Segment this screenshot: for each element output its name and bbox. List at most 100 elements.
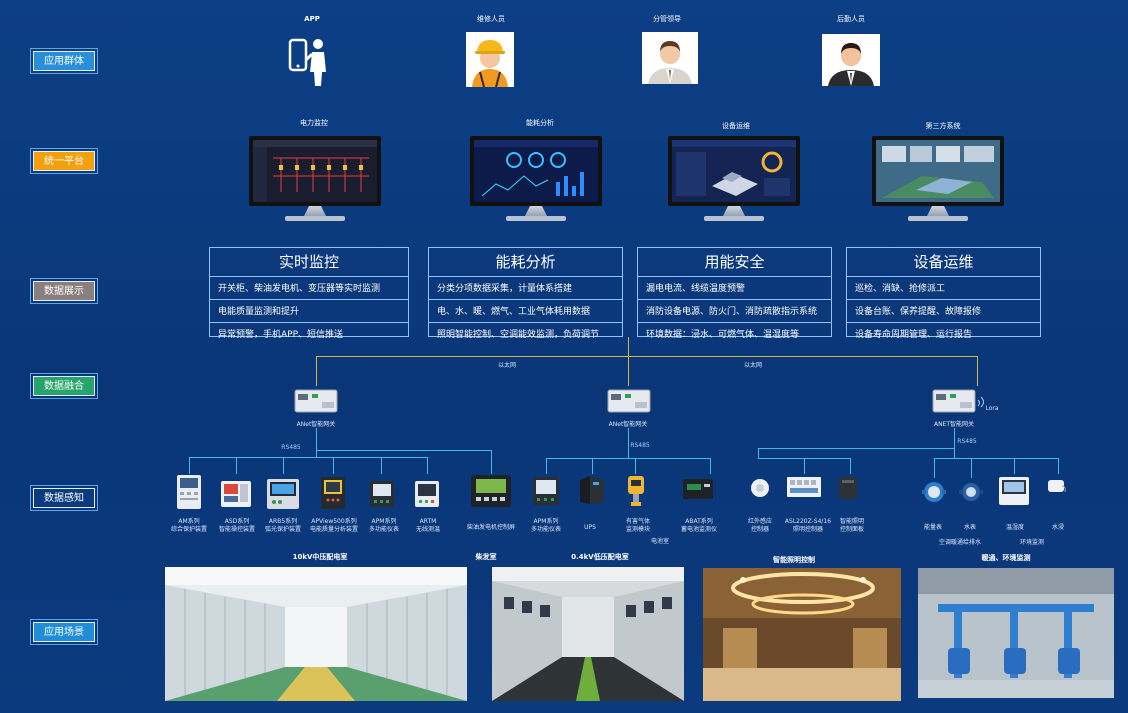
user-label-maintenance: 维修人员 (477, 15, 505, 23)
layer-label-perception: 数据感知 (30, 485, 98, 511)
rs485-bus-right-b (934, 458, 1058, 459)
layer-label-fusion: 数据融合 (30, 373, 98, 399)
scenario-photo-hvac (918, 568, 1114, 698)
device-label: APM系列多功能仪表 (530, 518, 561, 533)
scenario-title-10kv: 10kV中压配电室 (292, 553, 348, 561)
wireless-signal-icon (977, 396, 984, 408)
display-box-title: 实时监控 (210, 248, 408, 277)
device-label: 柴油发电机控制屏 (466, 524, 515, 531)
rs485-bus-left (189, 457, 427, 458)
layer-label-platform: 统一平台 (30, 148, 98, 174)
scenario-title-hvac: 暖通、环境监测 (981, 554, 1031, 562)
rs485-drop (804, 458, 805, 474)
gateway-label: ANET智能网关 (933, 421, 975, 428)
rs485-bus-left-upper (316, 450, 491, 451)
display-row: 设备寿命周期管理、运行报告 (855, 330, 973, 340)
rs485-label: RS485 (957, 438, 977, 445)
maintenance-dashboard-thumb (672, 140, 796, 196)
protection-relay-icon (177, 475, 201, 509)
mall-lighting-image (703, 568, 901, 701)
display-row: 分类分项数据采集，计量体系搭建 (429, 279, 622, 300)
platform-label-energy: 能耗分析 (526, 119, 554, 127)
battery-monitor-icon (683, 479, 713, 499)
layer-label-display: 数据展示 (30, 278, 98, 304)
rs485-riser (628, 428, 629, 458)
scenario-photo-10kv (165, 567, 467, 701)
device-label: APM系列多功能仪表 (368, 518, 399, 533)
rs485-drop (381, 457, 382, 474)
display-box-safety: 用能安全 漏电电流、线缆温度预警 消防设备电源、防火门、消防疏散指示系统 环境数… (637, 247, 832, 340)
multifunction-meter-icon (533, 477, 559, 505)
platform-label-power: 电力监控 (300, 119, 328, 127)
ups-icon (580, 476, 604, 504)
layer-label-scenario: 应用场景 (30, 619, 98, 645)
display-row: 异常预警，手机APP、短信推送 (218, 330, 344, 340)
rs485-drop (491, 450, 492, 474)
rs485-drop (710, 458, 711, 474)
display-box-maintenance: 设备运维 巡检、消缺、抢修派工 设备台账、保养提醒、故障报修 设备寿命周期管理、… (846, 247, 1041, 340)
rs485-drop (971, 458, 972, 478)
rs485-join (316, 450, 317, 458)
rs485-drop (283, 457, 284, 474)
device-label: 能量表 (923, 524, 942, 531)
display-row: 巡检、消缺、抢修派工 (847, 279, 1040, 300)
staff-icon (828, 43, 874, 86)
rs485-drop (635, 458, 636, 474)
display-box-title: 能耗分析 (429, 248, 622, 277)
switch-controller-icon (221, 481, 251, 507)
wireless-temperature-icon (415, 481, 439, 507)
display-box-realtime: 实时监控 开关柜、柴油发电机、变压器等实时监测 电能质量监测和提升 异常预警，手… (209, 247, 409, 340)
device-label: ARB5系列弧光保护装置 (264, 518, 301, 533)
energy-meter-icon (922, 482, 946, 502)
maintenance-worker-avatar (466, 32, 514, 88)
water-leak-sensor-icon (1048, 480, 1066, 493)
ethernet-uplink (628, 337, 629, 356)
rs485-drop (427, 457, 428, 474)
leader-avatar (642, 32, 698, 84)
rs485-drop (592, 458, 593, 474)
device-label: 红外感应控制器 (747, 518, 772, 533)
ethernet-drop-right (977, 356, 978, 386)
display-row: 开关柜、柴油发电机、变压器等实时监测 (210, 279, 408, 300)
layer-label-users: 应用群体 (30, 48, 98, 74)
rs485-label: RS485 (630, 442, 650, 449)
gateway-label: ANet智能网关 (608, 421, 648, 428)
device-label: 有害气体监测模块 (625, 518, 650, 533)
user-label-app: APP (304, 15, 320, 23)
device-label: ASD系列智能操控装置 (218, 518, 255, 533)
device-label: APView500系列电能质量分析装置 (309, 518, 358, 533)
battery-room-label: 电池室 (650, 538, 669, 545)
display-row: 电、水、暖、燃气、工业气体耗用数据 (429, 302, 622, 323)
rs485-drop (1014, 458, 1015, 474)
device-label: 水表 (963, 524, 976, 531)
scenario-photo-04kv (492, 567, 684, 701)
env-monitor-label: 环境监测 (1019, 539, 1044, 546)
maintenance-monitor-screen (668, 136, 800, 226)
display-row: 电能质量监测和提升 (210, 302, 408, 323)
display-row: 漏电电流、线缆温度预警 (638, 279, 831, 300)
platform-label-third-party: 第三方系统 (925, 122, 961, 130)
display-row: 环境数据：浸水、可燃气体、温湿度等 (646, 330, 800, 340)
ethernet-drop-center (628, 356, 629, 386)
device-label: 水浸 (1051, 524, 1064, 531)
hvac-label: 空调暖通给排水 (938, 539, 981, 546)
switchgear-room-image (165, 567, 467, 701)
rs485-join (954, 448, 955, 458)
display-box-title: 设备运维 (847, 248, 1040, 277)
lighting-controller-icon (787, 477, 821, 497)
rs485-drop (333, 457, 334, 474)
third-party-monitor-screen (872, 136, 1004, 226)
rs485-drop (934, 458, 935, 478)
user-label-leader: 分管领导 (653, 15, 681, 23)
power-diagram-thumb (253, 140, 377, 202)
third-party-thumb (876, 140, 1000, 202)
gateway-icon (294, 389, 338, 413)
manager-icon (648, 41, 692, 84)
rs485-riser (954, 428, 955, 448)
rs485-drop (546, 458, 547, 474)
rs485-label: RS485 (281, 444, 301, 451)
lv-switchroom-image (492, 567, 684, 701)
device-label: ABAT系列蓄电池监测仪 (680, 518, 717, 533)
energy-dashboard-thumb (474, 140, 598, 197)
